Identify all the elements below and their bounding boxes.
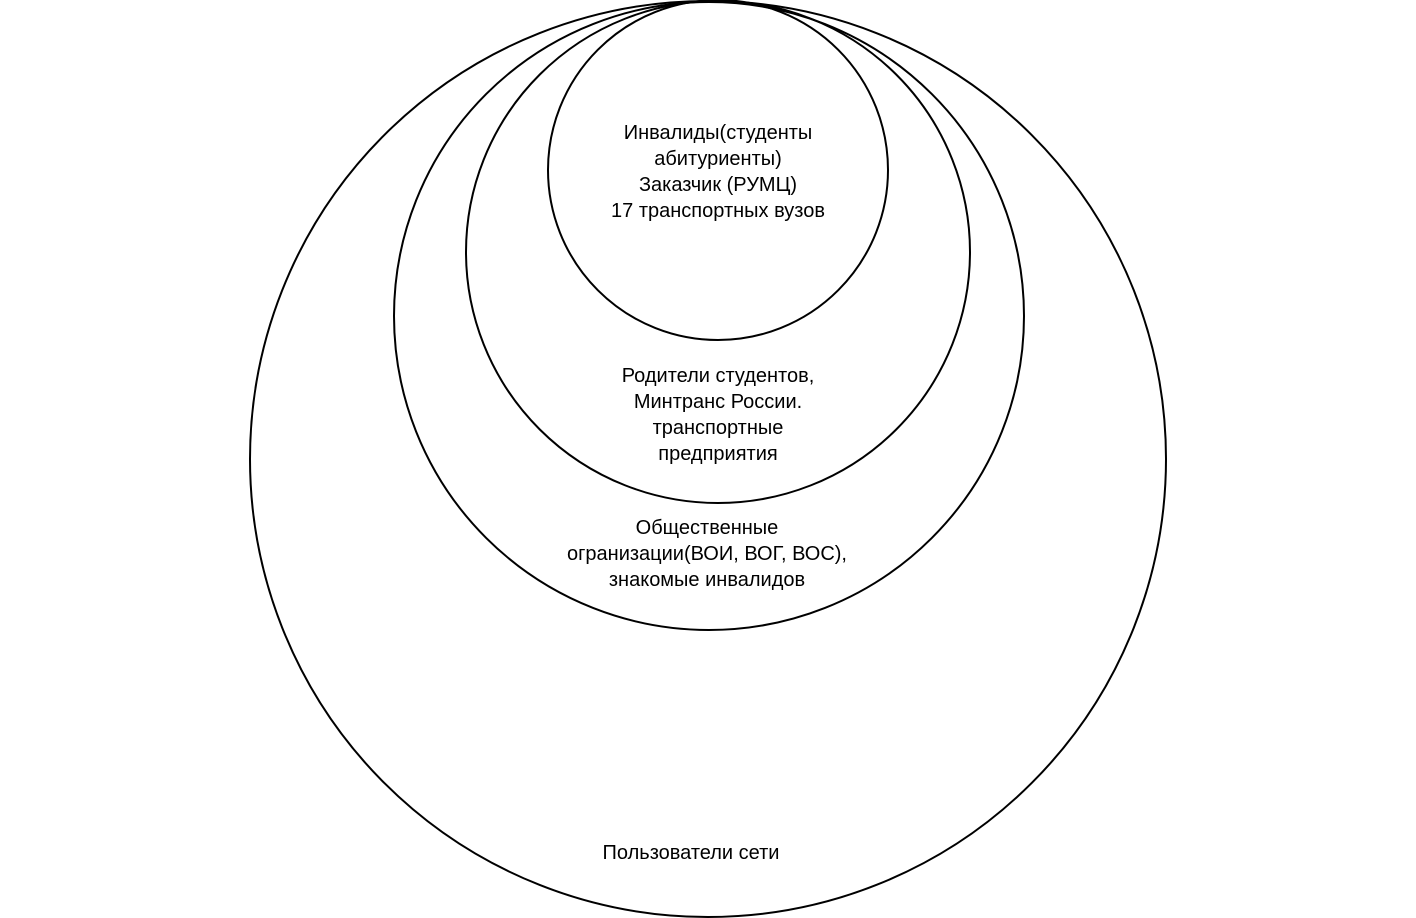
second-label-line: Родители студентов, bbox=[621, 365, 815, 387]
inner-label-line: 17 транспортных вузов bbox=[611, 200, 825, 222]
second-label-line: предприятия bbox=[658, 443, 778, 465]
second-label-line: Минтранс России. bbox=[633, 391, 803, 413]
third-label-line: знакомые инвалидов bbox=[608, 569, 806, 591]
inner-circle-label: Инвалиды(студенты абитуриенты) Заказчик … bbox=[548, 120, 888, 224]
third-label-line: огранизации(ВОИ, ВОГ, ВОС), bbox=[567, 543, 847, 565]
third-circle-label: Общественные огранизации(ВОИ, ВОГ, ВОС),… bbox=[507, 515, 907, 593]
outer-circle-label: Пользователи сети bbox=[491, 840, 891, 866]
inner-label-line: Заказчик (РУМЦ) bbox=[638, 174, 798, 196]
inner-label-line: Инвалиды(студенты bbox=[623, 122, 813, 144]
second-label-line: транспортные bbox=[652, 417, 784, 439]
inner-label-line: абитуриенты) bbox=[654, 148, 782, 170]
third-label-line: Общественные bbox=[635, 517, 779, 539]
outer-label-line: Пользователи сети bbox=[602, 842, 780, 864]
second-circle-label: Родители студентов, Минтранс России. тра… bbox=[518, 363, 918, 467]
circle-inner-core bbox=[547, 0, 889, 341]
